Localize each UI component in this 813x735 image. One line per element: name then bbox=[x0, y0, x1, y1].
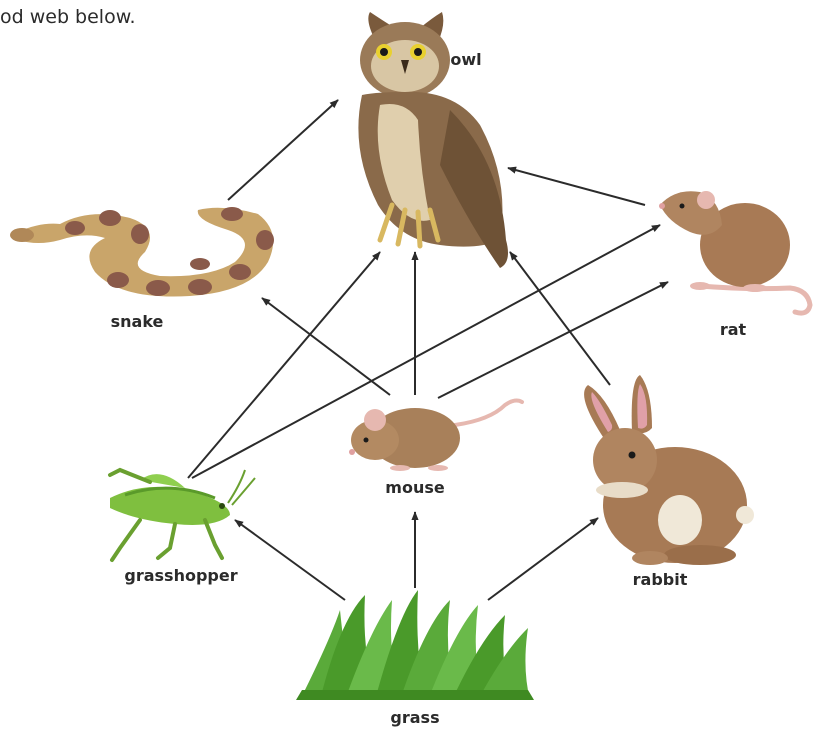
mouse-label: mouse bbox=[385, 478, 444, 497]
snake-illustration bbox=[10, 207, 274, 297]
grasshopper-label: grasshopper bbox=[124, 566, 237, 585]
mouse-illustration bbox=[349, 401, 522, 471]
grass-label: grass bbox=[390, 708, 439, 727]
grass-illustration bbox=[296, 590, 534, 700]
rabbit-label: rabbit bbox=[633, 570, 688, 589]
rat-illustration bbox=[659, 191, 810, 313]
arrow-grass-to-grasshopper bbox=[235, 520, 345, 600]
arrow-rat-to-owl bbox=[508, 168, 645, 205]
rat-label: rat bbox=[720, 320, 746, 339]
snake-label: snake bbox=[111, 312, 164, 331]
arrow-mouse-to-rat bbox=[438, 282, 668, 398]
owl-illustration bbox=[358, 12, 508, 268]
arrow-snake-to-owl bbox=[228, 100, 338, 200]
arrow-grass-to-rabbit bbox=[488, 518, 598, 600]
rabbit-illustration bbox=[584, 375, 754, 565]
grasshopper-illustration bbox=[110, 470, 255, 560]
arrow-mouse-to-snake bbox=[262, 298, 390, 395]
owl-label: owl bbox=[450, 50, 481, 69]
